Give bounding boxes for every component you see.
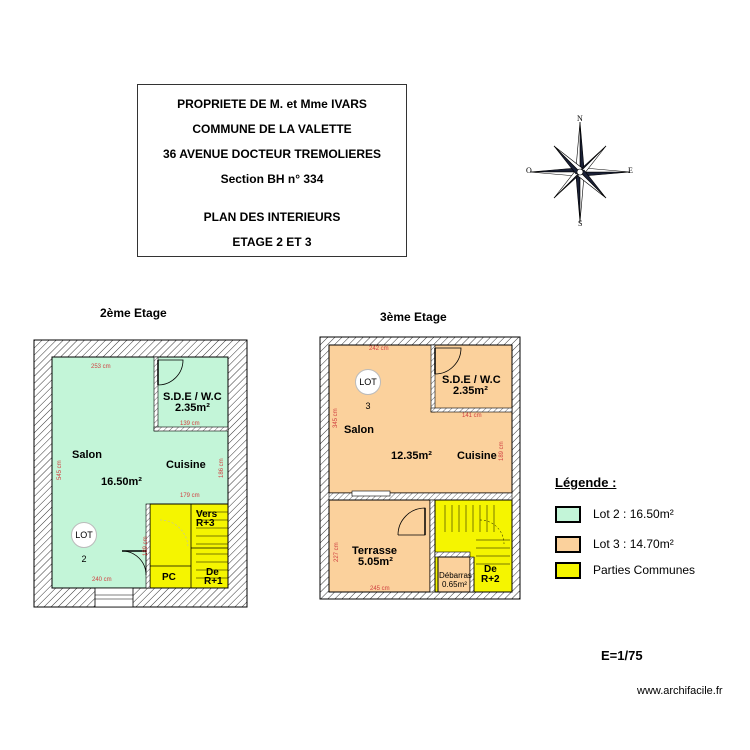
section-line: Section BH n° 334	[220, 172, 324, 186]
commune-line: COMMUNE DE LA VALETTE	[192, 122, 352, 136]
floor3-cuisine-label: Cuisine	[457, 450, 497, 462]
floor3-dim-top: 242 cm	[369, 346, 389, 352]
floor2-stair-down-level: R+1	[204, 576, 223, 587]
legend-label-lot2: Lot 2 : 16.50m²	[593, 507, 674, 521]
floor2-plan	[33, 339, 248, 608]
floor2-title: 2ème Etage	[100, 306, 167, 320]
legend-swatch-lot2	[555, 506, 581, 523]
floor2-dim-kitchen: 179 cm	[180, 493, 200, 499]
floor3-sde-area: 2.35m²	[453, 385, 488, 397]
compass-east-label: E	[628, 166, 633, 175]
floor3-debarras-label: Débarras	[439, 571, 472, 580]
floor3-title: 3ème Etage	[380, 310, 447, 324]
floor3-dim-right: 189 cm	[499, 441, 505, 461]
compass-south-label: S	[578, 219, 583, 228]
plan-title-line: PLAN DES INTERIEURS	[203, 210, 341, 224]
floor2-stair-down-label: De	[206, 567, 219, 578]
floor3-terrasse-area: 5.05m²	[358, 556, 393, 568]
floor2-dim-top: 253 cm	[91, 364, 111, 370]
floor3-salon-area: 12.35m²	[391, 450, 432, 462]
floor2-sde-area: 2.35m²	[175, 402, 210, 414]
floor3-stair-down-level: R+2	[481, 574, 500, 585]
floor2-dim-left: 545 cm	[57, 460, 63, 480]
floor2-cuisine-label: Cuisine	[166, 459, 206, 471]
floors-line: ETAGE 2 ET 3	[232, 235, 312, 249]
floor2-salon-label: Salon	[72, 449, 102, 461]
floor3-lot-badge: LOT 3	[355, 369, 381, 411]
floor2-dim-bottom: 240 cm	[92, 577, 112, 583]
floor2-stair-up-level: R+3	[196, 518, 215, 529]
floor2-pc-label: PC	[162, 572, 176, 583]
scale-label: E=1/75	[601, 648, 643, 663]
legend-swatch-common	[555, 562, 581, 579]
website-link[interactable]: www.archifacile.fr	[637, 685, 723, 697]
floor3-stair-down-label: De	[484, 564, 497, 575]
floor2-salon-area: 16.50m²	[101, 476, 142, 488]
floor3-dim-left: 345 cm	[333, 408, 339, 428]
owner-line: PROPRIETE DE M. et Mme IVARS	[177, 97, 367, 111]
compass-north-label: N	[577, 114, 583, 123]
floor2-dim-right: 186 cm	[219, 458, 225, 478]
floor2-stair-up-label: Vers	[196, 509, 218, 520]
floor3-dim-sde: 141 cm	[462, 413, 482, 419]
floor3-debarras-area: 0.65m²	[442, 580, 467, 589]
legend-swatch-lot3	[555, 536, 581, 553]
floor2-lot-badge: LOT 2	[71, 522, 97, 564]
floor3-dim-terrasse-left: 227 cm	[334, 542, 340, 562]
floor3-dim-terrasse-bottom: 245 cm	[370, 586, 390, 592]
compass-west-label: O	[526, 166, 532, 175]
legend-title: Légende :	[555, 475, 617, 490]
legend-label-lot3: Lot 3 : 14.70m²	[593, 537, 674, 551]
floor3-salon-label: Salon	[344, 424, 374, 436]
compass-rose-icon	[529, 121, 631, 223]
floor2-sde-label: S.D.E / W.C	[163, 391, 222, 403]
legend-label-common: Parties Communes	[593, 563, 696, 577]
floor3-terrasse-label: Terrasse	[352, 545, 398, 557]
address-line: 36 AVENUE DOCTEUR TREMOLIERES	[162, 147, 382, 161]
title-block: PROPRIETE DE M. et Mme IVARS COMMUNE DE …	[137, 84, 407, 257]
floor3-sde-label: S.D.E / W.C	[442, 374, 501, 386]
floor2-dim-stair: 189 cm	[143, 536, 149, 556]
floor2-dim-sde: 139 cm	[180, 421, 200, 427]
